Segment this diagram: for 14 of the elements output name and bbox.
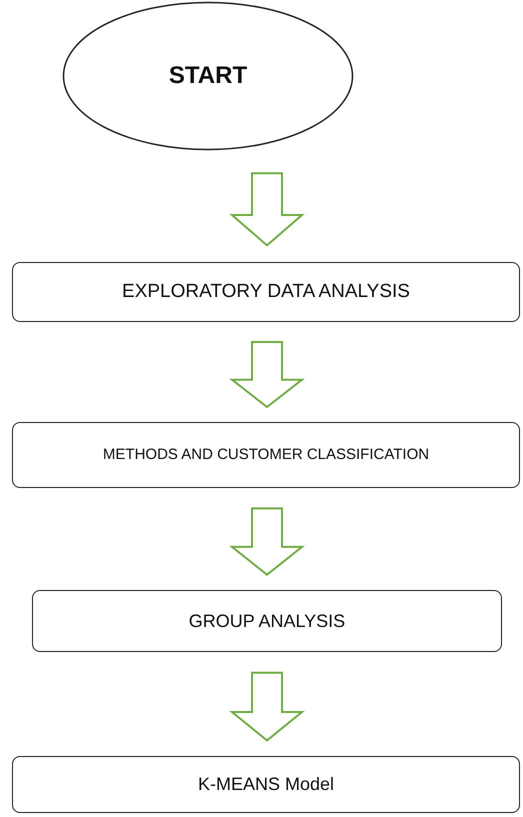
start-ellipse <box>62 1 354 151</box>
node-label: K-MEANS Model <box>196 773 336 796</box>
block-arrow <box>229 507 305 576</box>
block-arrow <box>229 341 305 408</box>
block-arrow <box>229 672 305 742</box>
node-label: METHODS AND CUSTOMER CLASSIFICATION <box>102 445 430 465</box>
node-label: EXPLORATORY DATA ANALYSIS <box>121 280 411 304</box>
process-box <box>12 262 520 322</box>
block-arrow <box>229 172 305 247</box>
process-box <box>32 590 502 652</box>
node-label: GROUP ANALYSIS <box>188 610 346 633</box>
node-label: START <box>168 60 248 91</box>
process-box <box>12 756 520 813</box>
process-box <box>12 422 520 488</box>
